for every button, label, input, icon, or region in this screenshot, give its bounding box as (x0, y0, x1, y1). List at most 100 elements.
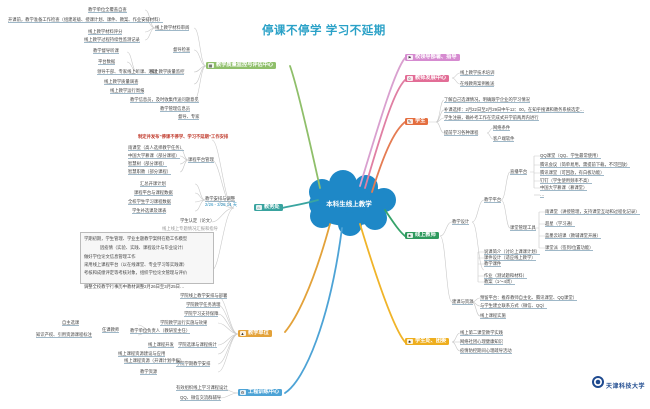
quality-extra-1: 教学督导听课 (93, 48, 119, 55)
students-sub-network: 网络条件 (493, 125, 511, 132)
live-item-5: 中国大学慕课（慕课堂） (540, 185, 588, 192)
quality-item-4: 线上教学质量调查 (104, 79, 139, 86)
node-quality-center[interactable]: ▦ 教学质量监控与评估中心 (206, 62, 277, 69)
student-icon: ✎ (406, 119, 413, 124)
left-sub-lines (126, 9, 239, 399)
quality-item-3: 线上教学质量监控 (150, 69, 185, 76)
units-item-2: 学院教学任务清理 (186, 302, 221, 309)
node-student-affairs[interactable]: ♣ 学生处、团委 (405, 338, 450, 345)
manage-item-1: 雨课堂（讲授管理，支持课堂互动和过程化记录） (545, 209, 640, 216)
student-affairs-item-3: 疫情防控期间心理疏导活动 (460, 348, 512, 355)
train-item-3: 智慧树（部分课程） (128, 161, 167, 168)
train-item-1: 雨课堂（高人选择教学任务） (128, 145, 184, 152)
teacher-icon: ★ (406, 233, 413, 238)
building-icon: ⌂ (255, 205, 262, 210)
sched-item-1: 汇总开课计划 (140, 181, 166, 188)
student-affairs-item-1: 线上第二课堂教学实践 (460, 330, 503, 337)
node-academic-affairs[interactable]: ⌂ 教务处 (254, 204, 283, 211)
quality-tip-2: 教学管理信息员 (160, 106, 191, 113)
academic-note-1: 学生认定（论文） (180, 218, 215, 223)
top-item-5: 线上教学过程持续性监测记录 (84, 37, 140, 44)
teachers-platform: 教学平台 (484, 197, 502, 204)
live-item-6: … (540, 192, 545, 199)
units-left-1: 自主选课 (62, 320, 80, 327)
node-students[interactable]: ✎ 学生 (405, 118, 429, 125)
node-teachers-office[interactable]: ☺ 教师发展中心 (405, 75, 450, 82)
design-item-4: 作业（测试题和材料） (484, 273, 527, 280)
teachers-office-item-2: 在线教育案例推送 (460, 81, 495, 88)
main-branches (281, 57, 406, 394)
units-left-3: 线上课程资源（开课计划申报） (124, 358, 185, 365)
sched-item-2: 课程平台与课程数据 (134, 190, 173, 197)
university-seal-icon (592, 376, 604, 388)
sched-item-4: 学生补选课及课表 (132, 208, 167, 215)
units-item-6: 学院选课与课程统计 (178, 342, 217, 349)
top-item-1: 教学单位全覆盖自查 (88, 7, 127, 14)
right-sub-lines (427, 72, 545, 352)
gear-icon: ⚙ (239, 390, 246, 395)
engineering-item-1: 有效组织线上学习课程设计 (176, 385, 228, 392)
node-leadership[interactable]: ⚑ 校领导部署、指导 (405, 54, 460, 61)
node-engineering-center[interactable]: ⚙ 工程训练中心 (238, 389, 283, 396)
units-left-6: 线上课程开发 (148, 342, 174, 349)
train-item-4: 智慧职教（部分课程） (128, 169, 171, 176)
academic-note-2: 线上线上专题情况汇报和指导 (162, 226, 218, 231)
train-item-2: 中国大学慕课（部分课程） (128, 153, 180, 160)
academic-notice: 制定并发布“停课不停学、学习不延期”工作安排 (138, 134, 229, 139)
build-item-1: 预留平台：推荐教师自主化、腾讯课堂、QQ课堂） (480, 295, 577, 302)
engineering-item-2: QQ、微信交流群辅导 (180, 395, 222, 402)
school-icon: ▲ (239, 331, 246, 336)
design-item-3: 教学课件 (484, 261, 502, 268)
live-item-4: 钉钉（学生使用频率不高） (540, 178, 592, 185)
chart-icon: ▦ (207, 63, 214, 68)
teachers-manage: 课堂管理工具 (510, 225, 536, 232)
students-item-2: 补课选择：2月22日至2月29日中午12：00，在知乎搜课和教务系统选定… (444, 107, 584, 114)
quality-item-1: 督导检查 (173, 47, 191, 54)
units-item-8: 线上课程资源建设与应用 (118, 351, 166, 358)
students-sub-client: 客户端软件 (493, 136, 515, 143)
academic-long-4: 采用线上课程平台（以在线课堂、专业学习等实践课） (84, 262, 188, 267)
quality-item-5: 线上教学运行周报 (110, 88, 145, 95)
academic-train: 课程平台管理 (188, 157, 214, 164)
teachers-office-item-1: 线上教学技术培训 (460, 70, 495, 77)
teachers-live: 直播平台 (510, 169, 528, 176)
node-online-teachers[interactable]: ★ 线上教师 (405, 232, 439, 239)
teachers-build: 建课与资源 (452, 299, 474, 306)
live-item-1: QQ课堂（QQ、学生最常使用） (540, 153, 601, 160)
academic-long-3: 做好学位论文信息管理工作 (84, 254, 136, 259)
units-left-4: 教学资源 (140, 369, 158, 376)
design-item-5: 教案（1～4周） (484, 279, 515, 286)
units-item-1: 学院线上教学安排与部署 (180, 293, 228, 300)
units-left-5: 教学单位负责人（教研室主任） (130, 328, 191, 335)
students-item-3: 学生注册，确补考工作在完成式开学前两周内进行 (444, 115, 539, 122)
teachers-practice: 线上课程实施 (480, 313, 506, 320)
units-item-4: 学院教学运行实施与效果 (160, 320, 208, 327)
academic-calendar: 调整全校教学行事历中教材调整2月26日至3月25日… (84, 284, 185, 289)
units-item-3: 学院学习支持保障 (184, 311, 219, 318)
units-left-2: 知识产权、引用资源课程标注 (36, 332, 92, 339)
page-title: 停课不停学 学习不延期 (262, 25, 386, 37)
center-node-label: 本科生线上教学 (326, 201, 372, 208)
academic-long-1: 学期初期，学生管理、学业主题教学案例在稳工作模型 (84, 236, 188, 241)
node-teaching-units[interactable]: ▲ 教学单位 (238, 330, 272, 337)
teachers-design: 教学设计 (452, 219, 470, 226)
academic-notes-box (80, 232, 214, 284)
manage-item-4: 课堂派（签到/位置功能） (545, 245, 594, 252)
university-logo-text: 天津科技大学 (606, 383, 646, 390)
academic-date: 2/26 - 3/28 14 天 (205, 202, 238, 207)
top-item-4: 线上教学材料评分 (88, 29, 123, 36)
quality-item-2: 领导干部、专家线上听课、巡课 (97, 69, 158, 76)
academic-schedule: 教学安排与调整 (205, 196, 236, 203)
top-item-3: 线上教学材料审阅 (155, 25, 190, 32)
students-item-1: 了解自己选课情况，明确跟学企业的学习情况 (444, 97, 530, 104)
academic-long-2: 因疫情（实验、实践、课程设计与毕业设计） (100, 245, 186, 250)
quality-tip-3: 督导、专家 (178, 114, 200, 121)
group-icon: ♣ (406, 339, 413, 344)
sched-item-3: 全校学生学习课程数据 (128, 199, 171, 206)
manage-item-3: 蓝墨云班课（教辅课堂开展） (545, 233, 601, 240)
live-item-2: 腾讯会议（简单易用，需提前下载，不可回放） (540, 162, 631, 169)
academic-long-5: 考核和成绩评定等考核对象，组织学位论文管理与评价 (84, 270, 188, 275)
quality-extra-2: 平台数据 (98, 59, 116, 66)
flag-icon: ⚑ (406, 55, 413, 60)
student-affairs-item-2: 网络社团心理健康知识 (460, 339, 503, 346)
